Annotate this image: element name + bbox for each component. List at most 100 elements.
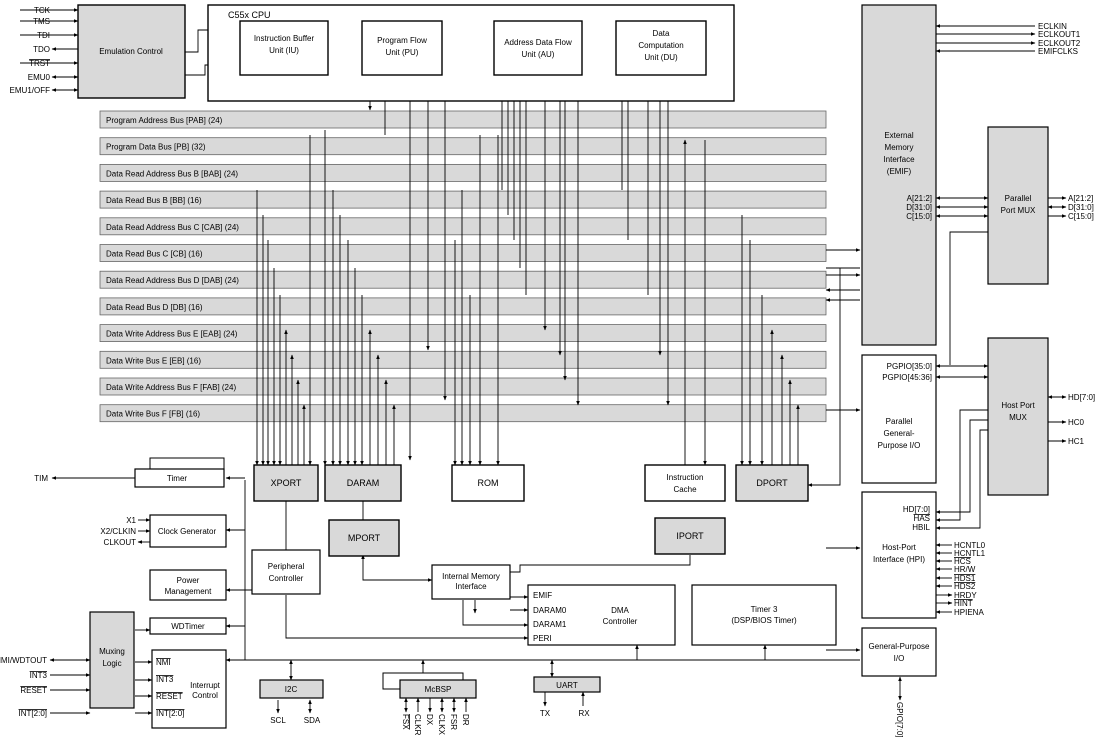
left-peripherals: Timer Clock Generator Power Management P… [89,457,321,729]
rom-label: ROM [478,478,499,488]
hp-hc1-label: HC1 [1068,437,1085,446]
ppmux-label-2: Port MUX [1001,206,1036,215]
hcntl0-label: HCNTL0 [954,541,986,550]
bottom-signals: SCL SDA TX RX FSX CLKR DX CLKX FSR DR [270,709,590,736]
hpmux-label-2: MUX [1009,413,1027,422]
dma-port-peri: PERI [533,634,552,643]
bus-bar [99,244,827,262]
timer3-label-1: Timer 3 [751,605,778,614]
iu-label-2: Unit (IU) [269,46,299,55]
uart-label: UART [556,681,578,690]
nmi-wdtout-label: NMI/WDTOUT [0,656,47,665]
emif-label-2: Memory [885,143,914,152]
dma-label-1: DMA [611,606,629,615]
hpiena-label: HPIENA [954,608,984,617]
timer3-label-2: (DSP/BIOS Timer) [731,616,797,625]
reset-pin-label: RESET [20,686,47,695]
intctrl-int20: INT[2:0] [156,709,184,718]
bus-label: Data Write Bus F [FB] (16) [106,410,200,419]
emulation-signals: TCK TMS TDI TDO TRST EMU0 EMU1/OFF [10,6,51,95]
hcs-label: HCS [954,557,971,566]
hrdy-label: HRDY [954,591,977,600]
clock-gen-label: Clock Generator [158,527,217,536]
dr-label: DR [461,714,470,726]
icache-label-2: Cache [673,485,697,494]
tdi-label: TDI [37,31,50,40]
gpio-label-2: I/O [894,654,905,663]
bus-label: Data Read Bus C [CB] (16) [106,250,203,259]
emif-d-label: D[31:0] [906,203,932,212]
fsr-label: FSR [449,714,458,730]
bus-label: Program Address Bus [PAB] (24) [106,116,223,125]
bus-label: Data Read Address Bus B [BAB] (24) [106,169,238,178]
hds1-label: HDS1 [954,574,976,583]
intctrl-nmi: NMI [156,658,171,667]
trst-label: TRST [29,59,50,68]
pp-d-label: D[31:0] [1068,203,1094,212]
bus-bar [99,163,827,182]
bus-label: Data Read Bus D [DB] (16) [106,303,203,312]
bus-bar [99,324,827,343]
pgpio-label-2: General- [883,429,914,438]
emu0-label: EMU0 [28,73,51,82]
au-label-2: Unit (AU) [522,50,555,59]
pu-label-2: Unit (PU) [386,48,419,57]
bus-bar [99,110,827,129]
memory-blocks: XPORT DARAM ROM Instruction Cache DPORT … [253,464,809,557]
fsx-label: FSX [401,714,410,730]
tdo-label: TDO [33,45,50,54]
x1-label: X1 [126,516,136,525]
clkr-label: CLKR [413,714,422,736]
emu1-label: EMU1/OFF [10,86,51,95]
daram-label: DARAM [347,478,380,488]
dx-label: DX [425,714,434,726]
bus-connection-lines [20,8,1067,715]
bus-label: Data Read Address Bus C [CAB] (24) [106,223,239,232]
bus-bar [99,297,827,316]
bus-bar [99,404,827,423]
xport-label: XPORT [271,478,302,488]
right-signals: ECLKIN ECLKOUT1 ECLKOUT2 EMIFCLKS A[21:2… [895,22,1095,738]
eclkout2-label: ECLKOUT2 [1038,39,1081,48]
hds2-label: HDS2 [954,582,976,591]
int20-pin-label: INT[2:0] [19,709,47,718]
scl-label: SCL [270,716,286,725]
periph-label-1: Peripheral [268,562,305,571]
eclkin-label: ECLKIN [1038,22,1067,31]
ppmux-label-1: Parallel [1005,194,1032,203]
periph-label-2: Controller [269,574,304,583]
dma-port-daram0: DARAM0 [533,606,567,615]
cpu-block: C55x CPU Instruction Buffer Unit (IU) Pr… [207,4,735,102]
int3-pin-label: INT3 [30,671,48,680]
emifclks-label: EMIFCLKS [1038,47,1078,56]
i2c-label: I2C [285,685,298,694]
imi-label-1: Internal Memory [442,572,500,581]
bus-label: Data Write Address Bus F [FAB] (24) [106,383,236,392]
left-signals: TIM X1 X2/CLKIN CLKOUT NMI/WDTOUT INT3 R… [0,474,137,718]
clkout-label: CLKOUT [104,538,137,547]
gpio-pin-label: GPIO[7:0] [895,702,904,738]
cpu-title: C55x CPU [228,10,271,20]
bus-bar [99,190,827,209]
bus-bar [99,350,827,369]
bus-label: Data Read Address Bus D [DAB] (24) [106,276,239,285]
muxing-label-1: Muxing [99,647,125,656]
pp-c-label: C[15:0] [1068,212,1094,221]
sda-label: SDA [304,716,321,725]
intctrl-label-2: Control [192,691,218,700]
power-label-2: Management [165,587,212,596]
dport-label: DPORT [756,478,788,488]
hrw-label: HR/W [954,565,976,574]
intctrl-int3: INT3 [156,675,174,684]
hpi-in-has: HAS [914,514,930,523]
hint-label: HINT [954,599,973,608]
emulation-control-label: Emulation Control [99,47,163,56]
hpi-label-1: Host-Port [882,543,917,552]
hcntl1-label: HCNTL1 [954,549,986,558]
tim-label: TIM [34,474,48,483]
mport-label: MPORT [348,533,381,543]
eclkout1-label: ECLKOUT1 [1038,30,1081,39]
center-peripherals: Internal Memory Interface EMIF DARAM0 DA… [431,564,837,646]
bus-label: Data Write Bus E [EB] (16) [106,356,201,365]
tx-label: TX [540,709,551,718]
